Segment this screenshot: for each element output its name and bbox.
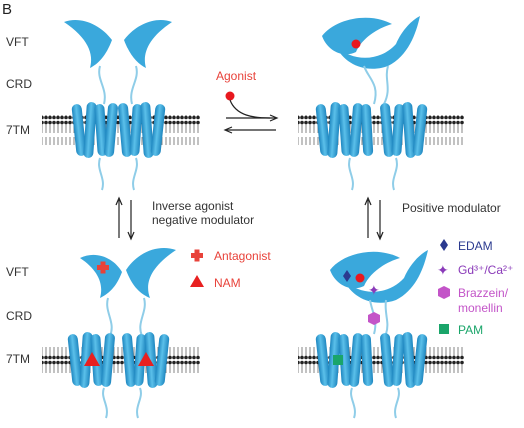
vft-label-top: VFT xyxy=(6,35,29,49)
negative-modulator-label: negative modulator xyxy=(152,213,254,227)
agonist-dot-bound xyxy=(351,39,361,49)
pam-legend-label: PAM xyxy=(458,323,483,337)
receptor-bottom-right: ✦ xyxy=(315,250,428,419)
agonist-dot-free xyxy=(225,91,235,101)
positive-modulator-label: Positive modulator xyxy=(402,201,501,215)
agonist-dot-bound-bottom xyxy=(355,273,365,283)
inverse-agonist-label: Inverse agonist xyxy=(152,199,234,213)
inverse-agonist-arrows: Inverse agonist negative modulator xyxy=(115,196,254,241)
agonist-label: Agonist xyxy=(216,69,257,83)
receptor-top-right xyxy=(315,16,428,191)
pam-bound-icon xyxy=(333,355,343,365)
cation-legend-label: Gd³⁺/Ca²⁺ xyxy=(458,263,513,277)
cation-legend-icon: ✦ xyxy=(437,263,449,279)
tm-label-bottom: 7TM xyxy=(6,352,30,366)
receptor-top-left xyxy=(64,20,172,191)
antagonist-bound-icon xyxy=(97,261,109,274)
edam-bound-icon xyxy=(343,270,351,282)
positive-modulator-arrows: Positive modulator xyxy=(364,196,501,241)
tm-label-top: 7TM xyxy=(6,123,30,137)
antagonist-legend-label: Antagonist xyxy=(214,249,271,263)
receptor-bottom-left xyxy=(67,248,176,419)
legend-right: EDAM ✦ Gd³⁺/Ca²⁺ Brazzein/ monellin PAM xyxy=(437,239,513,337)
brazzein-legend-icon xyxy=(438,286,450,299)
nam-legend-label: NAM xyxy=(214,276,241,290)
brazzein-bound-icon xyxy=(368,312,380,325)
cation-bound-icon: ✦ xyxy=(368,283,380,299)
agonist-arrows: Agonist xyxy=(216,69,279,134)
panel-letter: B xyxy=(2,1,12,18)
edam-legend-icon xyxy=(440,239,448,251)
legend-left: Antagonist NAM xyxy=(190,249,271,290)
monellin-legend-label: monellin xyxy=(458,301,503,315)
edam-legend-label: EDAM xyxy=(458,239,493,253)
brazzein-legend-label: Brazzein/ xyxy=(458,286,509,300)
nam-bound-icon-left xyxy=(84,352,100,366)
crd-label-bottom: CRD xyxy=(6,309,32,323)
membrane-bottom-left xyxy=(42,345,200,375)
nam-bound-icon-right xyxy=(138,352,154,366)
nam-legend-icon xyxy=(190,275,204,287)
vft-label-bottom: VFT xyxy=(6,265,29,279)
crd-label-top: CRD xyxy=(6,77,32,91)
antagonist-legend-icon xyxy=(191,249,203,262)
pam-legend-icon xyxy=(439,324,449,334)
